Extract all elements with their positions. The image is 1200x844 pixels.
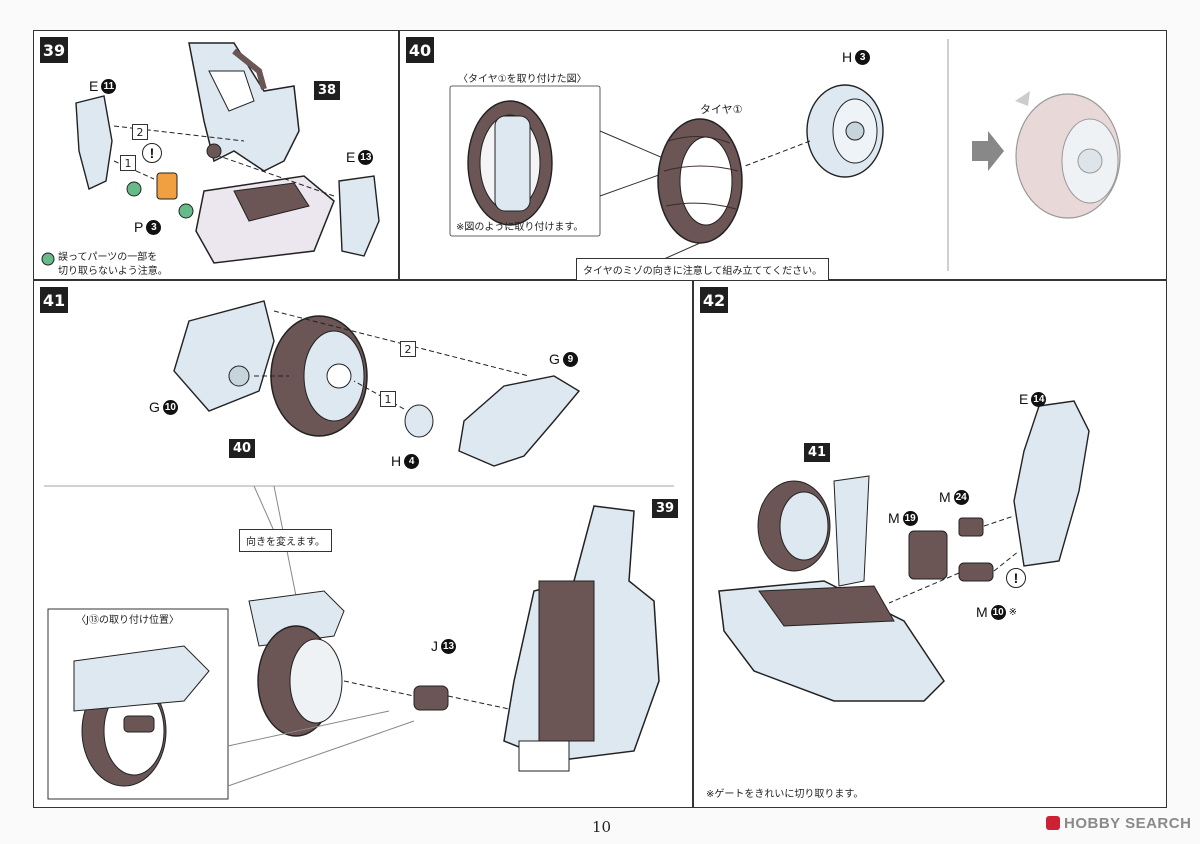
callout-note: ※図のように取り付けます。: [456, 222, 584, 233]
inset-title: 〈J⑬の取り付け位置〉: [76, 615, 179, 626]
direction-change-note: 向きを変えます。: [239, 529, 332, 552]
step-number: 40: [406, 37, 434, 63]
warning-icon: !: [142, 143, 162, 163]
callout-title: 〈タイヤ①を取り付けた図〉: [458, 74, 587, 85]
watermark: HOBBY SEARCH: [1046, 815, 1191, 832]
order-1-marker: 1: [120, 155, 136, 171]
ref-step-40: 40: [229, 439, 256, 458]
page-number: 10: [592, 818, 612, 836]
order-1-marker: 1: [380, 391, 396, 407]
step-number: 39: [40, 37, 68, 63]
tire-label: タイヤ①: [700, 103, 743, 116]
ref-step-39: 39: [652, 499, 679, 518]
step-41-panel: 41: [33, 280, 693, 808]
warning-icon: !: [1006, 568, 1026, 588]
hobby-search-logo-icon: [1046, 816, 1060, 830]
ref-step-41: 41: [804, 443, 831, 462]
ref-step-38: 38: [314, 81, 341, 100]
order-2-marker: 2: [400, 341, 416, 357]
gate-cut-note: ※ゲートをきれいに切り取ります。: [706, 789, 864, 800]
step-39-illustration: [41, 42, 380, 266]
step-42-illustration: [718, 400, 1090, 702]
step-39-note: 誤ってパーツの一部を 切り取らないよう注意。: [58, 252, 168, 277]
step-41-illustration: [44, 300, 674, 800]
step-40-illustration: [449, 39, 1121, 271]
groove-direction-note: タイヤのミゾの向きに注意して組み立ててください。: [576, 258, 830, 281]
step-number: 41: [40, 287, 68, 313]
step-number: 42: [700, 287, 728, 313]
order-2-marker: 2: [132, 124, 148, 140]
